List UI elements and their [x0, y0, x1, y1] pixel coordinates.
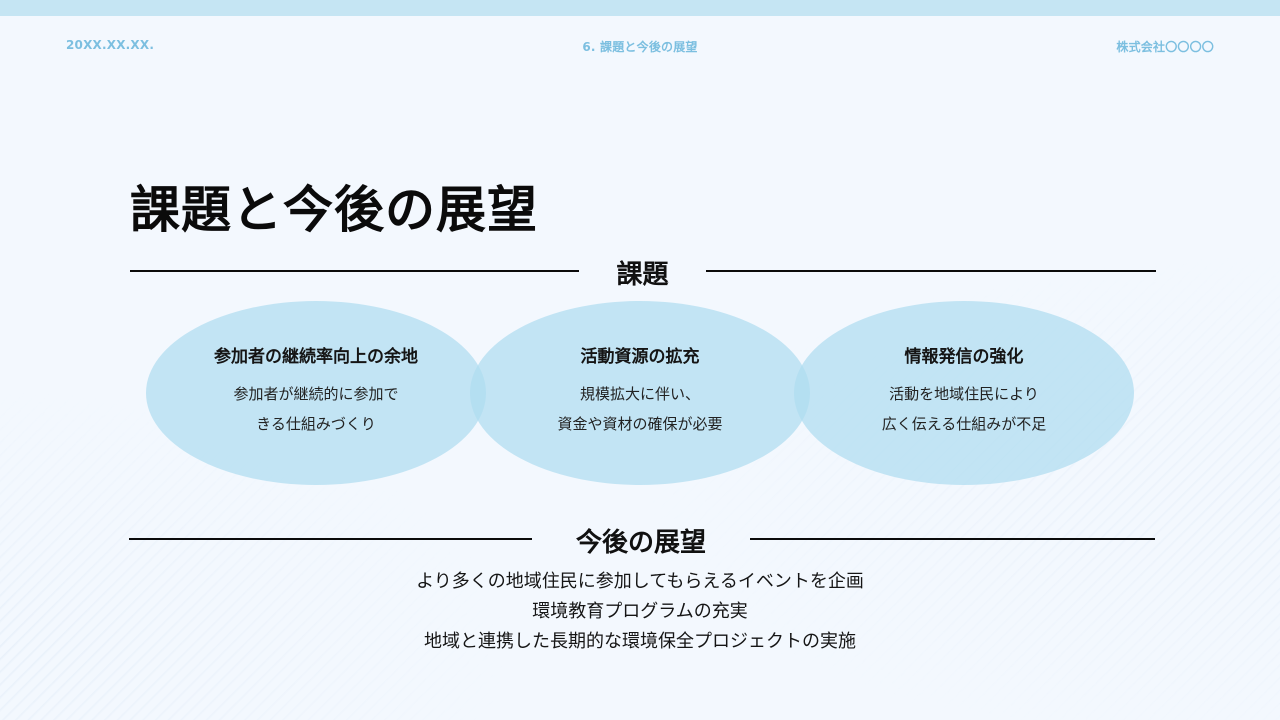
- outlook-item: 地域と連携した長期的な環境保全プロジェクトの実施: [424, 631, 856, 652]
- issue-body-line: 広く伝える仕組みが不足: [881, 414, 1047, 433]
- issues-label: 課題: [616, 260, 669, 290]
- issue-title: 参加者の継続率向上の余地: [214, 346, 418, 367]
- issues-rule-left: [130, 270, 579, 272]
- issue-card-outreach: 情報発信の強化 活動を地域住民により 広く伝える仕組みが不足: [794, 301, 1134, 485]
- issue-card-resources: 活動資源の拡充 規模拡大に伴い、 資金や資材の確保が必要: [470, 301, 810, 485]
- issue-card-retention: 参加者の継続率向上の余地 参加者が継続的に参加で きる仕組みづくり: [146, 301, 486, 485]
- issue-body-line: 資金や資材の確保が必要: [557, 414, 723, 433]
- outlook-rule-left: [129, 538, 532, 540]
- outlook-item: より多くの地域住民に参加してもらえるイベントを企画: [416, 571, 864, 592]
- header-company: 株式会社〇〇〇〇: [1116, 40, 1214, 54]
- header-date: 20XX.XX.XX.: [66, 38, 155, 52]
- issue-body-line: 規模拡大に伴い、: [579, 384, 700, 403]
- issue-body: 参加者が継続的に参加で きる仕組みづくり: [233, 379, 398, 439]
- issue-title: 情報発信の強化: [904, 346, 1024, 367]
- issue-title: 活動資源の拡充: [580, 346, 700, 367]
- issues-rule-right: [706, 270, 1156, 272]
- header-section: 6. 課題と今後の展望: [582, 40, 698, 54]
- issue-body-line: きる仕組みづくり: [256, 414, 376, 433]
- top-band: [0, 0, 1280, 16]
- outlook-rule-right: [750, 538, 1155, 540]
- issue-body-line: 活動を地域住民により: [889, 384, 1039, 403]
- issue-body: 活動を地域住民により 広く伝える仕組みが不足: [882, 379, 1047, 439]
- issue-body-line: 参加者が継続的に参加で: [233, 384, 399, 403]
- outlook-item: 環境教育プログラムの充実: [532, 601, 748, 622]
- page-title: 課題と今後の展望: [130, 181, 538, 239]
- issue-body: 規模拡大に伴い、 資金や資材の確保が必要: [557, 379, 722, 439]
- outlook-label: 今後の展望: [575, 528, 706, 558]
- outlook-list: より多くの地域住民に参加してもらえるイベントを企画 環境教育プログラムの充実 地…: [0, 567, 1280, 657]
